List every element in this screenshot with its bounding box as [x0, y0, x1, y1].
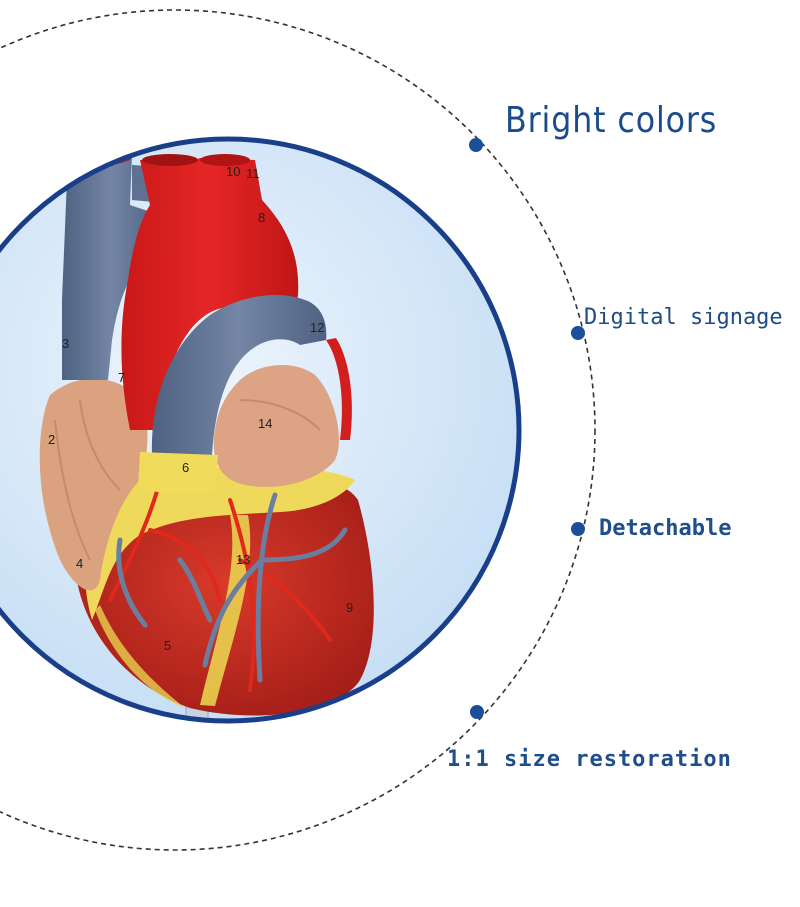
- model-number: 10: [226, 164, 240, 179]
- photo-circle: 10 11 8 3 7 12 2 14 6 13 4 5 9: [0, 140, 518, 720]
- model-number: 6: [182, 460, 189, 475]
- model-number: 2: [48, 432, 55, 447]
- cardiac-veins: [116, 492, 348, 683]
- model-number: 14: [258, 416, 272, 431]
- model-number: 11: [246, 166, 260, 181]
- bullet-dot-icon: [571, 326, 585, 340]
- ventricle: [74, 473, 374, 716]
- aorta: [121, 158, 299, 430]
- right-atrium: [39, 378, 148, 591]
- model-number: 8: [258, 210, 265, 225]
- bullet-dot-icon: [470, 705, 484, 719]
- feature-label-bright-colors: Bright colors: [505, 100, 718, 141]
- coronary-arteries: [108, 478, 332, 692]
- model-number: 5: [164, 638, 171, 653]
- dashed-orbit: [0, 9, 596, 851]
- bullet-dot-icon: [469, 138, 483, 152]
- model-number-labels: 10 11 8 3 7 12 2 14 6 13 4 5 9: [48, 164, 353, 653]
- fat-band: [138, 452, 218, 495]
- model-number: 13: [236, 552, 250, 567]
- model-number: 4: [76, 556, 83, 571]
- bullet-dot-icon: [571, 522, 585, 536]
- model-number: 3: [62, 336, 69, 351]
- feature-label-detachable: Detachable: [599, 516, 732, 541]
- photo-circle-border: [0, 136, 522, 724]
- model-number: 9: [346, 600, 353, 615]
- superior-vena-cava: [62, 155, 160, 380]
- feature-label-size-restoration: 1:1 size restoration: [447, 747, 732, 772]
- feature-label-digital-signage: Digital signage: [584, 305, 783, 330]
- pulmonary-trunk: [151, 295, 327, 455]
- left-atrium: [213, 364, 339, 488]
- model-number: 7: [118, 370, 125, 385]
- model-number: 12: [310, 320, 324, 335]
